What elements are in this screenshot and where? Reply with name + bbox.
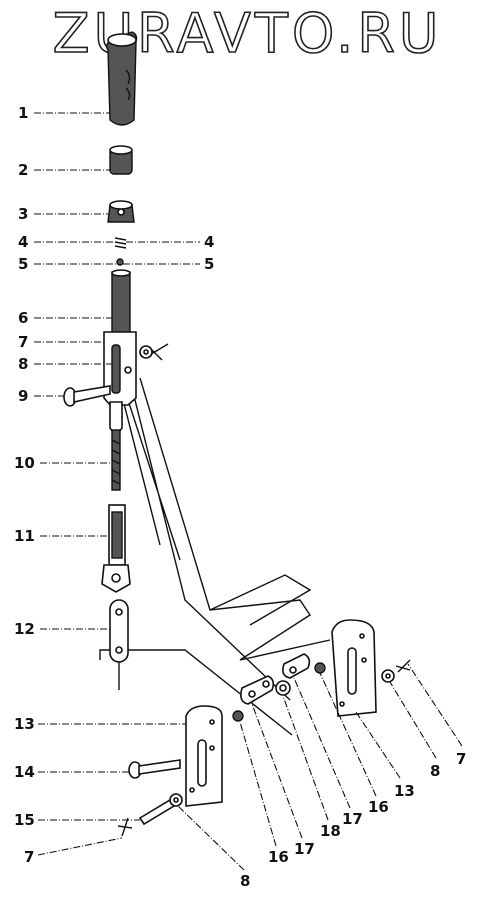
label-8-right: 8	[430, 762, 440, 780]
label-6: 6	[18, 309, 28, 327]
label-18: 18	[320, 822, 341, 840]
part-ball	[116, 258, 124, 266]
label-7-right: 7	[456, 750, 466, 768]
label-8-upper: 8	[18, 355, 28, 373]
label-5-left: 5	[18, 255, 28, 273]
label-12: 12	[14, 620, 35, 638]
label-17-right: 17	[342, 810, 363, 828]
part-bushing-18	[275, 680, 291, 696]
label-7-lower: 7	[24, 848, 34, 866]
part-link-17	[240, 675, 275, 705]
label-11: 11	[14, 527, 35, 545]
label-5-right: 5	[204, 255, 214, 273]
part-cotter-pin-lower	[117, 817, 133, 837]
leader-lines	[34, 112, 463, 871]
part-lever-rod	[103, 269, 137, 406]
label-1: 1	[18, 104, 28, 122]
label-4-left: 4	[18, 233, 28, 251]
part-link-17b	[282, 653, 311, 679]
assembly-outline	[99, 377, 331, 736]
label-17-left: 17	[294, 840, 315, 858]
part-bolt-lower	[128, 759, 181, 779]
part-threaded-rod	[109, 401, 123, 491]
label-15: 15	[14, 811, 35, 829]
part-bracket-right	[331, 619, 377, 717]
part-washer-16b	[314, 662, 326, 674]
label-13-left: 13	[14, 715, 35, 733]
label-10: 10	[14, 454, 35, 472]
label-8-lower: 8	[240, 872, 250, 890]
label-16-right: 16	[368, 798, 389, 816]
part-cotter-pin-upper	[139, 343, 169, 361]
part-washer-16a	[232, 710, 244, 722]
label-16-left: 16	[268, 848, 289, 866]
part-adjuster	[101, 504, 131, 593]
label-14: 14	[14, 763, 35, 781]
part-link	[109, 599, 129, 690]
part-spring	[114, 237, 127, 249]
part-pin	[138, 798, 176, 826]
label-2: 2	[18, 161, 28, 179]
part-bracket-left	[185, 705, 223, 807]
part-washer-lower	[169, 793, 183, 807]
label-7-upper: 7	[18, 333, 28, 351]
part-bolt	[63, 385, 111, 407]
part-nut	[107, 200, 135, 223]
label-9: 9	[18, 387, 28, 405]
part-sleeve	[109, 145, 133, 175]
assembly-outline-2	[117, 379, 312, 626]
label-13-right: 13	[394, 782, 415, 800]
part-knob	[105, 31, 138, 126]
label-3: 3	[18, 205, 28, 223]
part-cotter-pin-right	[395, 659, 411, 673]
part-washer-right	[381, 669, 395, 683]
label-4-right: 4	[204, 233, 214, 251]
